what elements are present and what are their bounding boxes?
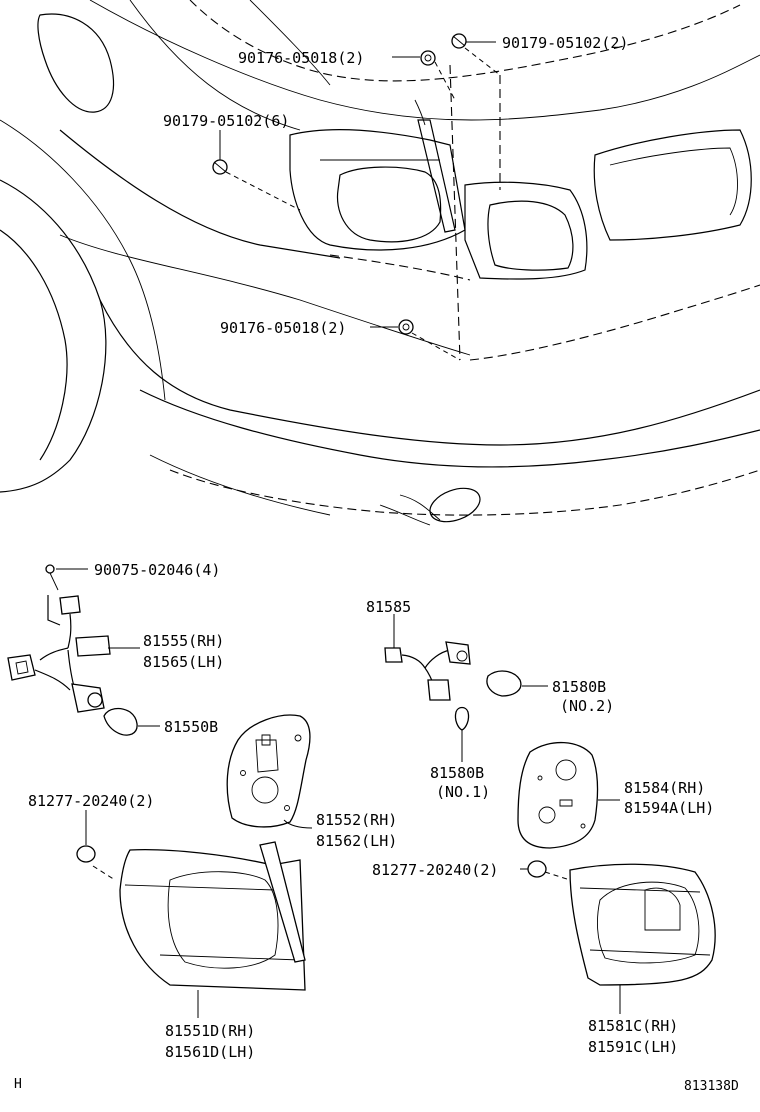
label-no2: (NO.2) bbox=[560, 697, 614, 715]
washer-icon bbox=[76, 845, 96, 863]
screw-icon bbox=[45, 564, 55, 574]
label-81551d: 81551D(RH) bbox=[165, 1022, 255, 1040]
nut-icon bbox=[398, 319, 414, 335]
label-81277-20240-left: 81277-20240(2) bbox=[28, 792, 154, 810]
label-81584: 81584(RH) bbox=[624, 779, 705, 797]
inner-lamp-parts bbox=[384, 614, 716, 1014]
bolt-icon bbox=[212, 159, 228, 175]
washer-icon bbox=[527, 860, 547, 878]
label-90075-02046: 90075-02046(4) bbox=[94, 561, 220, 579]
label-81552: 81552(RH) bbox=[316, 811, 397, 829]
label-90176-05018-bottom: 90176-05018(2) bbox=[220, 319, 346, 337]
label-81555: 81555(RH) bbox=[143, 632, 224, 650]
bulb-icon bbox=[486, 670, 522, 697]
label-81580b-no2: 81580B bbox=[552, 678, 606, 696]
tail-lamp-icon bbox=[119, 841, 306, 991]
bulb-icon bbox=[103, 707, 138, 736]
label-81561d: 81561D(LH) bbox=[165, 1043, 255, 1061]
label-81591c: 81591C(LH) bbox=[588, 1038, 678, 1056]
label-81581c: 81581C(RH) bbox=[588, 1017, 678, 1035]
footer-left-code: H bbox=[14, 1077, 22, 1092]
footer-diagram-code: 813138D bbox=[684, 1079, 739, 1094]
label-81594a: 81594A(LH) bbox=[624, 799, 714, 817]
wire-harness-icon bbox=[7, 595, 111, 713]
label-81585: 81585 bbox=[366, 598, 411, 616]
label-90176-05018-top: 90176-05018(2) bbox=[238, 49, 364, 67]
wire-harness-icon bbox=[384, 641, 471, 701]
label-81277-20240-right: 81277-20240(2) bbox=[372, 861, 498, 879]
nut-icon bbox=[420, 50, 436, 66]
label-81550b: 81550B bbox=[164, 718, 218, 736]
bolt-icon bbox=[451, 33, 467, 49]
bulb-icon bbox=[454, 706, 470, 731]
label-81562: 81562(LH) bbox=[316, 832, 397, 850]
vehicle-rear-illustration bbox=[0, 0, 760, 526]
label-90179-05102-left: 90179-05102(6) bbox=[163, 112, 289, 130]
label-81580b-no1: 81580B bbox=[430, 764, 484, 782]
label-90179-05102-top: 90179-05102(2) bbox=[502, 34, 628, 52]
lamp-cover-icon bbox=[517, 741, 599, 849]
outer-lamp-parts bbox=[7, 564, 313, 1018]
tail-lamp-icon bbox=[569, 863, 716, 986]
label-no1: (NO.1) bbox=[436, 783, 490, 801]
lamp-cover-icon bbox=[226, 714, 311, 828]
label-81565: 81565(LH) bbox=[143, 653, 224, 671]
